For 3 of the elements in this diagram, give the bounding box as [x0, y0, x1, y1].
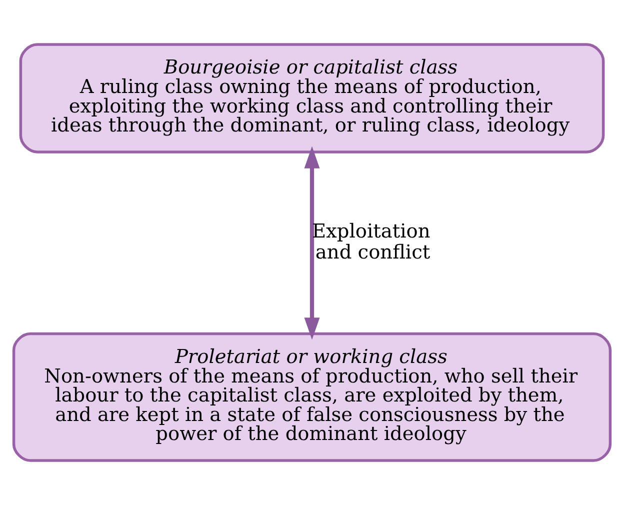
node-box: Bourgeoisie or capitalist class A ruling class owning the means of production, exploiting the working class and controlling their ideas through the dominant, or ruling class, ideology: [19, 43, 605, 154]
arrow: [304, 146, 320, 340]
node-box: Proletariat or working class Non-owners of the means of production, who sell their labour to the capitalist class, are exploited by them, and are kept in a state of false consciousness by the power of the dominant ideology: [12, 332, 612, 462]
